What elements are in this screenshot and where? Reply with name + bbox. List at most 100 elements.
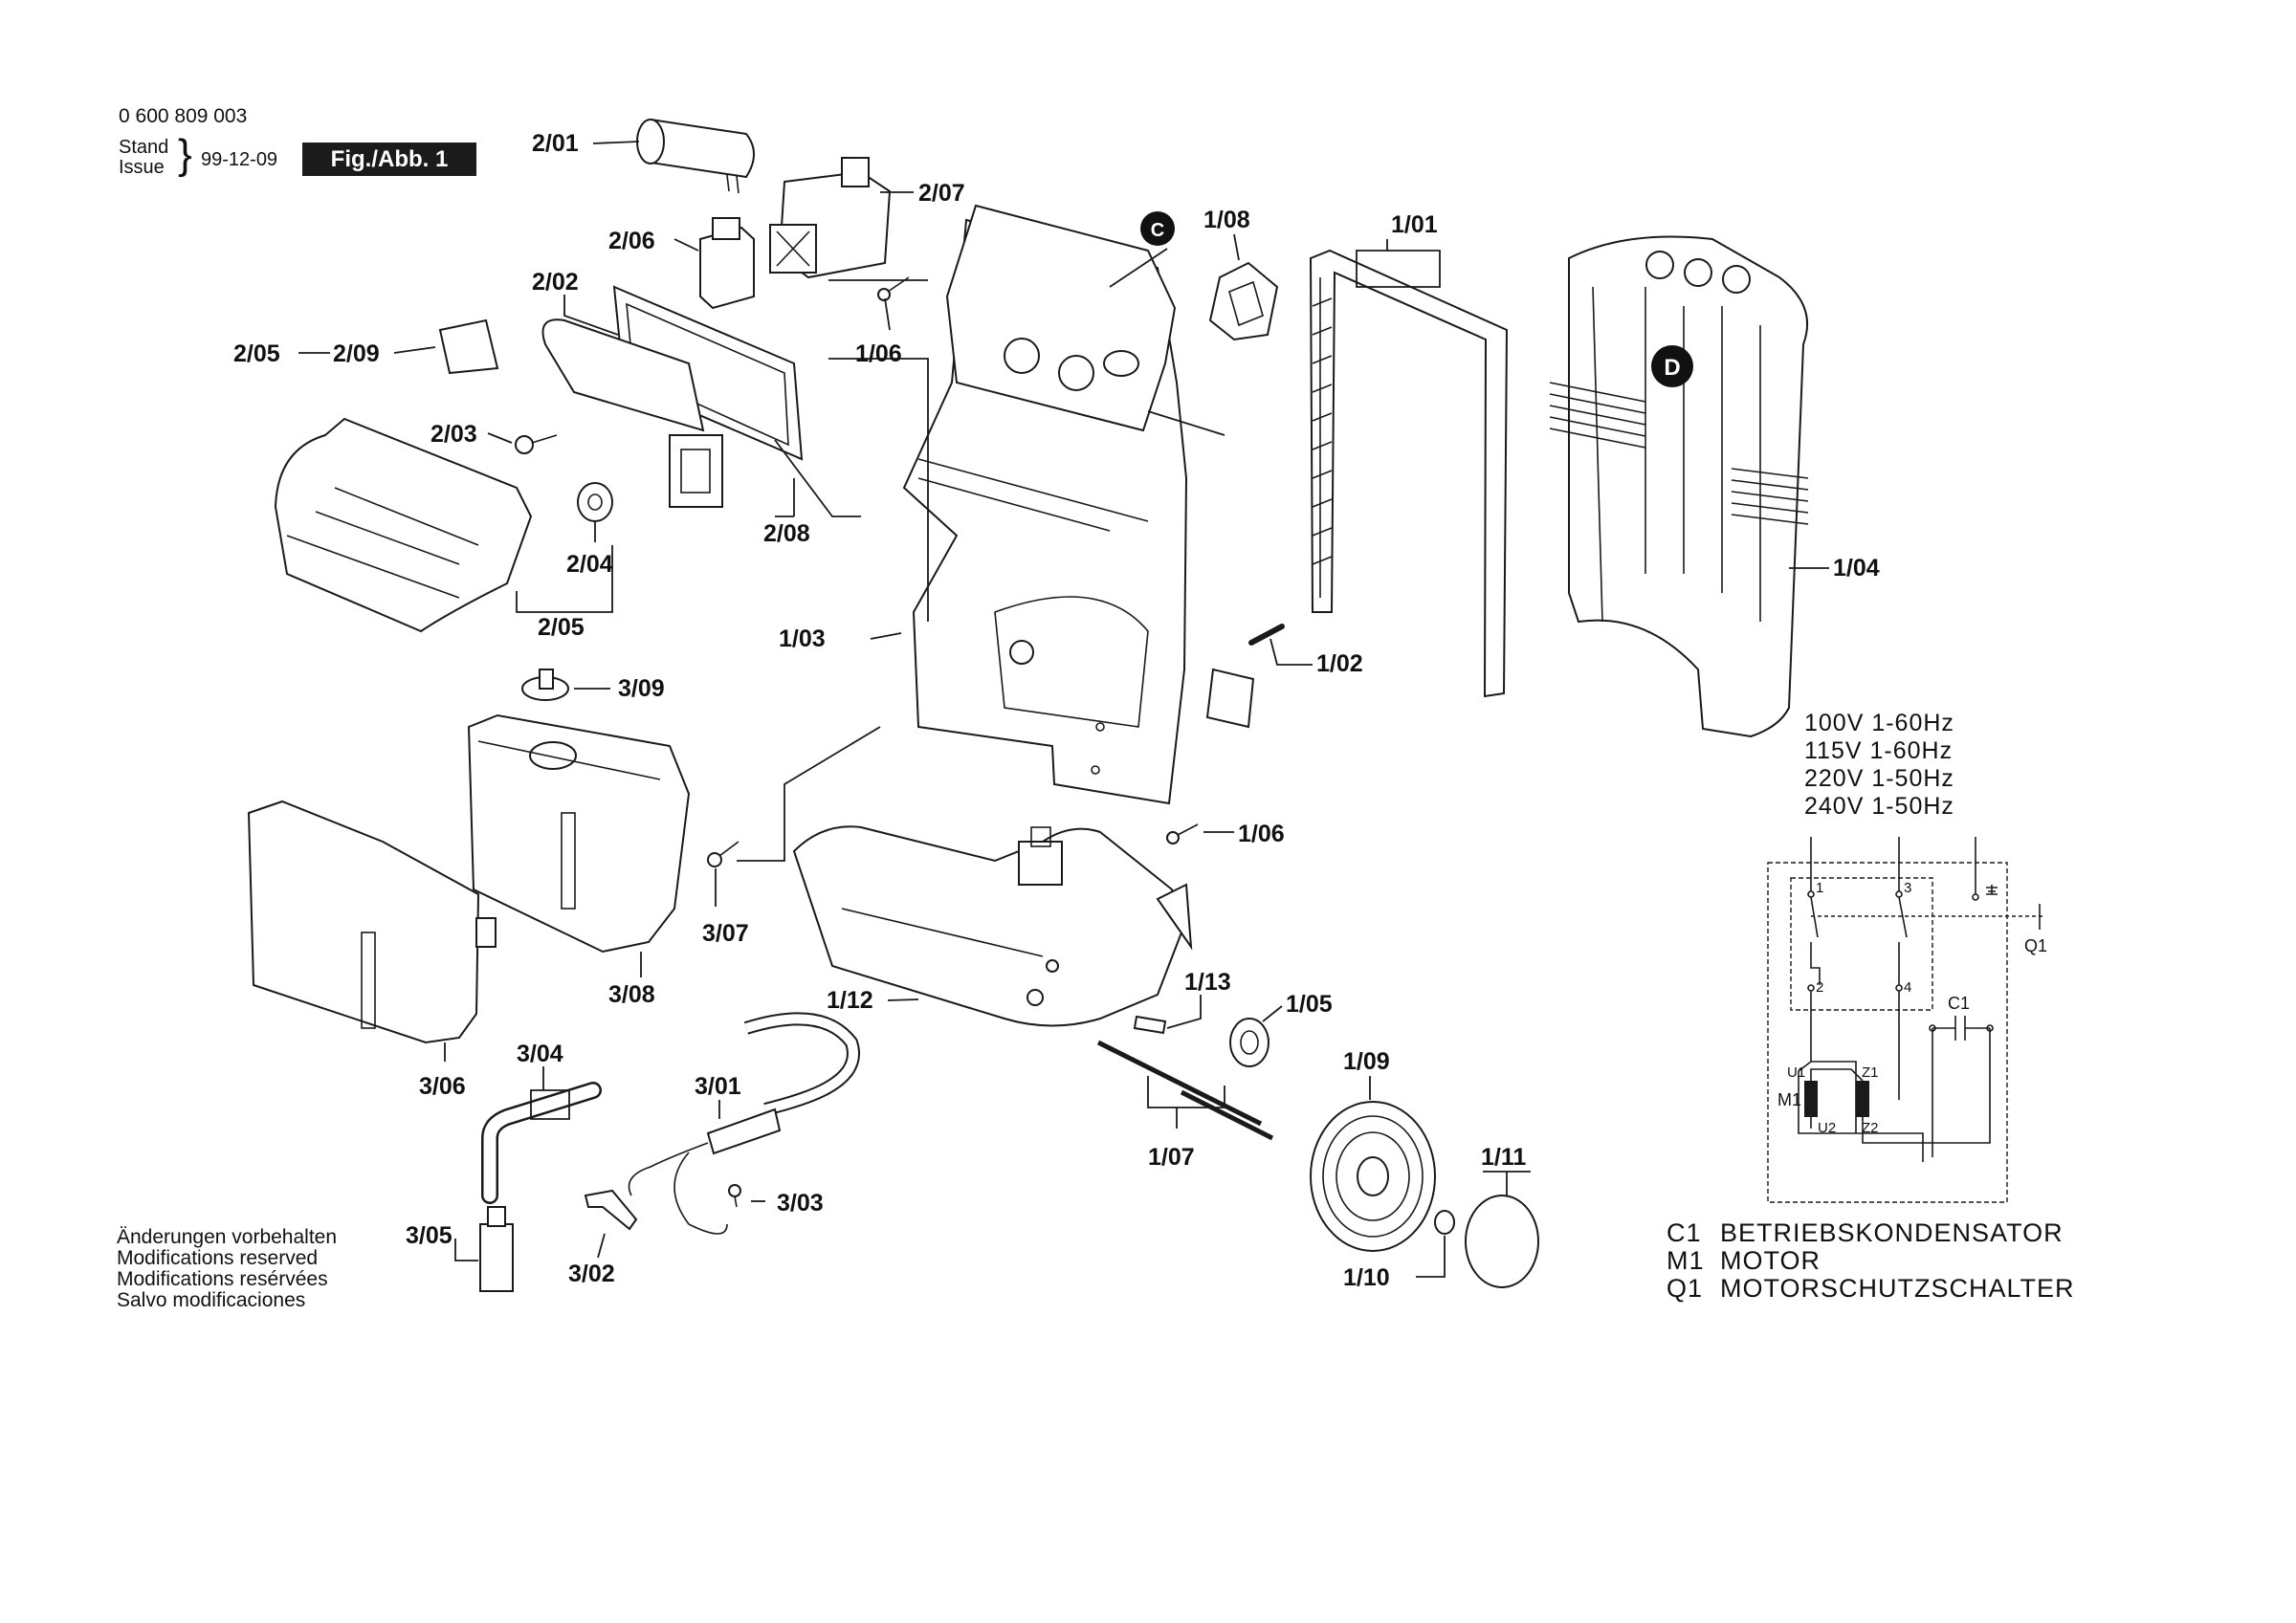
base-part [792,825,1193,1027]
pivot-pin-part [1133,1015,1167,1035]
terminal-label: 3 [1904,880,1911,896]
part-label: 1/05 [1286,991,1333,1018]
part-label: 2/05 [233,340,280,367]
part-label: 1/04 [1833,555,1880,581]
wiring-diagram: 1 2 3 4 Q1 U1 U2 Z1 Z2 M1 C1 [1767,837,2047,1203]
tank-part [467,713,691,954]
part-label: 3/01 [695,1073,741,1100]
issue-label: Issue [119,157,165,178]
part-label: 3/04 [517,1041,563,1067]
main-housing-part [902,204,1255,805]
part-label: 2/04 [566,551,613,578]
capacitor-part [636,118,755,194]
notice-line: Salvo modificaciones [117,1289,306,1311]
part-label: 2/02 [532,269,579,296]
clip-part [584,1189,638,1231]
notice-line: Modifications reserved [117,1247,319,1269]
handle-part [1309,249,1509,698]
part-label: 1/11 [1481,1144,1526,1171]
terminal-label: U2 [1818,1120,1836,1136]
voltage-item: 100V 1-60Hz [1804,710,1954,736]
terminal-label: 2 [1816,979,1823,996]
callout-d: D [1651,345,1693,387]
part-label: 3/09 [618,675,665,702]
part-label: 2/06 [608,228,655,254]
stand-label: Stand [119,137,169,158]
gear-part [1018,826,1063,886]
part-label: 3/03 [777,1190,824,1217]
control-frame-part [541,285,804,508]
grommet-part [577,482,613,522]
screw-part [515,434,558,454]
axle-part-2 [1180,1089,1274,1141]
part-label: 1/08 [1203,207,1250,233]
filter-part [479,1206,514,1292]
part-label: 1/12 [827,987,873,1014]
svg-text:C: C [1151,220,1164,241]
part-label: 2/09 [333,340,380,367]
part-label: 1/02 [1316,650,1363,677]
voltage-item: 240V 1-50Hz [1804,793,1954,820]
stand-issue-label: Stand Issue [119,138,168,178]
part-number: 0 600 809 003 [119,105,248,127]
part-label: 1/06 [1238,821,1285,847]
part-label: 1/13 [1184,969,1231,996]
part-label: 3/08 [608,981,655,1008]
terminal-label: U1 [1787,1064,1805,1081]
tank-cap-part [521,669,569,701]
hubcap-part [1465,1195,1539,1288]
washer-part [1434,1210,1455,1235]
leader-lines [298,141,1829,1278]
part-label: 1/07 [1148,1144,1195,1171]
callout-c: C [1140,211,1175,246]
label-part [438,318,499,375]
cap-part [1208,261,1279,341]
figure-badge: Fig./Abb. 1 [302,143,476,176]
terminal-label: 1 [1816,880,1823,896]
rear-shell-part [1549,235,1809,738]
part-label: 1/06 [855,340,902,367]
front-cover-part [247,800,497,1044]
issue-date: 99-12-09 [201,149,278,170]
motor-label: M1 [1777,1090,1801,1109]
brace-icon: } [178,131,192,178]
part-label: 3/07 [702,920,749,947]
screw-part-2 [707,841,740,867]
voltage-item: 115V 1-60Hz [1804,737,1954,764]
part-labels: 2/01 2/07 2/06 1/08 1/01 2/02 1/06 2/05 … [233,130,1880,1291]
part-label: 1/03 [779,625,826,652]
switch-label: Q1 [2024,936,2047,955]
part-label: 2/08 [763,520,810,547]
terminal-label: Z1 [1862,1064,1879,1081]
modifications-notice: Änderungen vorbehalten Modifications res… [117,1227,337,1311]
screw-part-5 [728,1184,741,1208]
terminal-label: Z2 [1862,1120,1879,1136]
pin-part [1248,624,1285,646]
voltage-item: 220V 1-50Hz [1804,765,1954,792]
terminal-label: 4 [1904,979,1911,996]
part-label: 3/02 [568,1261,615,1287]
part-label: 3/06 [419,1073,466,1100]
part-label: 2/01 [532,130,579,157]
part-label: 3/05 [406,1222,453,1249]
svg-text:D: D [1664,355,1680,381]
part-label: 1/10 [1343,1264,1390,1291]
part-label: 2/07 [918,180,965,207]
part-label: 2/05 [538,614,585,641]
cover-part [274,417,533,633]
capacitor-label: C1 [1948,994,1970,1013]
wheel-part [1310,1101,1436,1252]
power-cable-part [628,1012,860,1235]
screw-part-4 [1166,823,1199,844]
axle-part [1096,1040,1263,1127]
hub-part [1229,1018,1269,1067]
voltage-list: 100V 1-60Hz 115V 1-60Hz 220V 1-50Hz 240V… [1804,710,1954,821]
switch-housing-part [769,157,892,279]
notice-line: Modifications resérvées [117,1268,328,1290]
